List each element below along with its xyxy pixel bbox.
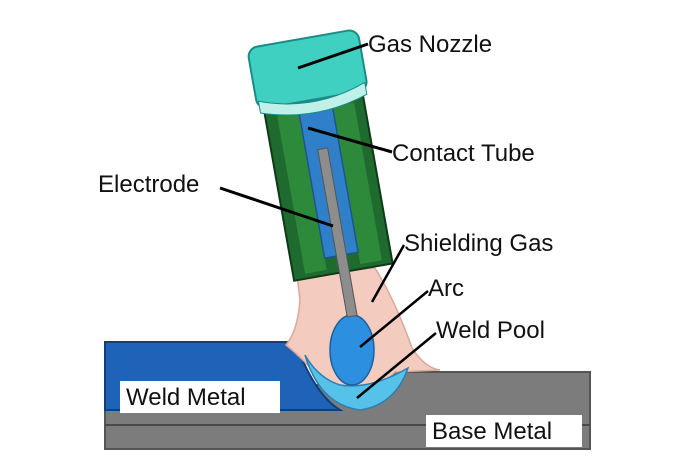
weld-metal-label-box	[120, 381, 280, 413]
label-arc: Arc	[428, 275, 464, 302]
label-contact-tube: Contact Tube	[392, 140, 535, 167]
leader-electrode	[219, 186, 334, 228]
nozzle-cap	[247, 29, 368, 109]
label-weld-pool: Weld Pool	[436, 317, 545, 344]
base-metal-label-box	[426, 415, 582, 447]
electrode-wire	[317, 147, 358, 318]
leader-gas-nozzle	[297, 42, 369, 70]
weld-pool	[304, 354, 410, 411]
leader-contact-tube	[307, 126, 393, 154]
leader-shielding-gas	[370, 244, 406, 303]
label-gas-nozzle: Gas Nozzle	[368, 31, 492, 58]
arc-plasma	[329, 314, 375, 386]
label-electrode: Electrode	[98, 171, 199, 198]
nozzle-inner-left	[277, 112, 327, 274]
label-base-metal: Base Metal	[432, 418, 552, 445]
leader-weld-pool	[356, 332, 437, 399]
leader-arc	[359, 290, 429, 348]
torch-nozzle	[247, 29, 394, 318]
nozzle-cap-lip	[257, 81, 368, 116]
label-shielding-gas: Shielding Gas	[404, 230, 553, 257]
nozzle-inner-right	[332, 102, 382, 265]
label-weld-metal: Weld Metal	[126, 384, 246, 411]
